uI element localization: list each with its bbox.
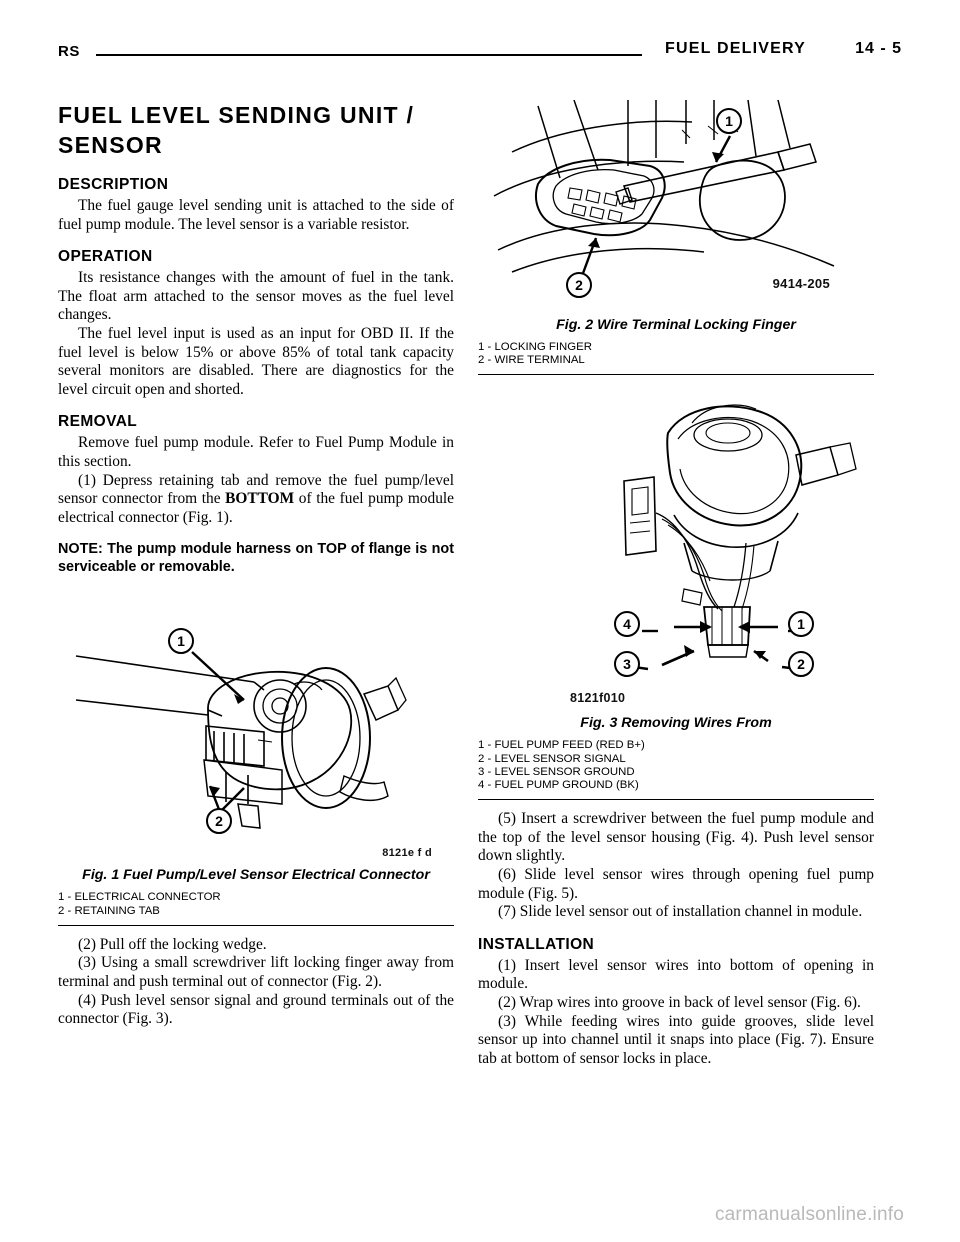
installation-step-3: (3) While feeding wires into guide groov… (478, 1012, 874, 1067)
left-column: FUEL LEVEL SENDING UNIT / SENSOR DESCRIP… (58, 100, 454, 1029)
operation-paragraph-2: The fuel level input is used as an input… (58, 324, 454, 398)
removal-step-6: (6) Slide level sensor wires through ope… (478, 866, 874, 902)
removal-step-1: (1) Depress retaining tab and remove the… (58, 472, 454, 528)
figure-1-callout-2: 2 (206, 808, 232, 835)
heading-installation: INSTALLATION (478, 935, 595, 953)
figure-2-callout-2: 2 (566, 272, 592, 298)
header-rule (96, 54, 642, 56)
page-title: FUEL LEVEL SENDING UNIT / SENSOR (58, 102, 415, 158)
heading-description: DESCRIPTION (58, 176, 169, 193)
removal-step-3: (3) Using a small screwdriver lift locki… (58, 954, 454, 990)
heading-operation: OPERATION (58, 248, 153, 266)
figure-1-callout-1: 1 (168, 628, 194, 655)
figure-3-legend-item-1: 1 - FUEL PUMP FEED (RED B+) (478, 739, 645, 752)
operation-paragraph-1: Its resistance changes with the amount o… (58, 269, 454, 324)
figure-3-callout-1: 1 (788, 611, 814, 638)
page-header: RS FUEL DELIVERY 14 - 5 (58, 40, 902, 68)
figure-1-artwork: 1 2 8121e f d (58, 590, 454, 866)
figure-2-divider (478, 374, 874, 376)
figure-3-legend: 1 - FUEL PUMP FEED (RED B+) 2 - LEVEL SE… (478, 739, 874, 792)
figure-3: 1 2 3 4 8121f010 Fig. 3 Removing Wires F… (478, 393, 874, 801)
removal-step-5: (5) Insert a screwdriver between the fue… (478, 810, 874, 865)
right-column: 1 2 9414-205 Fig. 2 Wire Terminal Lockin… (478, 100, 874, 1068)
figure-2-legend: 1 - LOCKING FINGER 2 - WIRE TERMINAL (478, 341, 874, 367)
installation-step-1: (1) Insert level sensor wires into botto… (478, 956, 874, 993)
figure-2-legend-item-1: 1 - LOCKING FINGER (478, 341, 592, 353)
figure-1-legend-item-1: 1 - ELECTRICAL CONNECTOR (58, 891, 221, 904)
figure-1-drawing (75, 651, 407, 830)
figure-3-callout-2: 2 (788, 651, 814, 678)
figure-1-legend: 1 - ELECTRICAL CONNECTOR 2 - RETAINING T… (58, 891, 454, 917)
figure-3-callout-4: 4 (614, 611, 640, 638)
figure-3-caption: Fig. 3 Removing Wires From (580, 715, 772, 732)
figure-1-divider (58, 924, 454, 926)
figure-3-legend-item-2: 2 - LEVEL SENSOR SIGNAL (478, 752, 626, 765)
figure-2-art-code: 9414-205 (772, 276, 830, 291)
figure-1: 1 2 8121e f d Fig. 1 Fuel Pump/Level Sen… (58, 590, 454, 926)
figure-2-artwork: 1 2 9414-205 (478, 100, 874, 315)
figure-2: 1 2 9414-205 Fig. 2 Wire Terminal Lockin… (478, 100, 874, 376)
figure-2-legend-item-2: 2 - WIRE TERMINAL (478, 354, 585, 367)
footer-watermark: carmanualsonline.info (714, 1204, 904, 1225)
removal-step-7: (7) Slide level sensor out of installati… (498, 903, 863, 921)
figure-3-art-code: 8121f010 (570, 691, 626, 706)
figure-2-caption: Fig. 2 Wire Terminal Locking Finger (556, 317, 796, 333)
header-section-title: FUEL DELIVERY (665, 40, 806, 57)
removal-step-1-text: (1) Depress retaining tab and remove the… (58, 471, 454, 526)
removal-note: NOTE: The pump module harness on TOP of … (58, 541, 454, 576)
installation-step-2: (2) Wrap wires into groove in back of le… (498, 993, 861, 1011)
removal-step-2: (2) Pull off the locking wedge. (78, 935, 267, 953)
figure-3-legend-item-3: 3 - LEVEL SENSOR GROUND (478, 765, 635, 778)
figure-3-divider (478, 799, 874, 801)
removal-step-4: (4) Push level sensor signal and ground … (58, 991, 454, 1028)
header-left-code: RS (58, 43, 80, 60)
description-paragraph-1: The fuel gauge level sending unit is att… (58, 197, 454, 233)
figure-1-caption: Fig. 1 Fuel Pump/Level Sensor Electrical… (82, 867, 430, 884)
figure-2-callout-1: 1 (716, 108, 742, 134)
header-page-number: 14 - 5 (855, 40, 902, 57)
figure-3-artwork: 1 2 3 4 8121f010 (478, 393, 874, 714)
figure-1-art-code: 8121e f d (382, 847, 432, 860)
figure-1-legend-item-2: 2 - RETAINING TAB (58, 904, 160, 917)
figure-3-callout-3: 3 (614, 651, 640, 678)
figure-2-drawing (493, 100, 835, 277)
figure-3-legend-item-4: 4 - FUEL PUMP GROUND (BK) (478, 779, 639, 792)
removal-paragraph-1: Remove fuel pump module. Refer to Fuel P… (58, 434, 454, 470)
heading-removal: REMOVAL (58, 413, 138, 431)
figure-3-drawing (623, 404, 857, 671)
